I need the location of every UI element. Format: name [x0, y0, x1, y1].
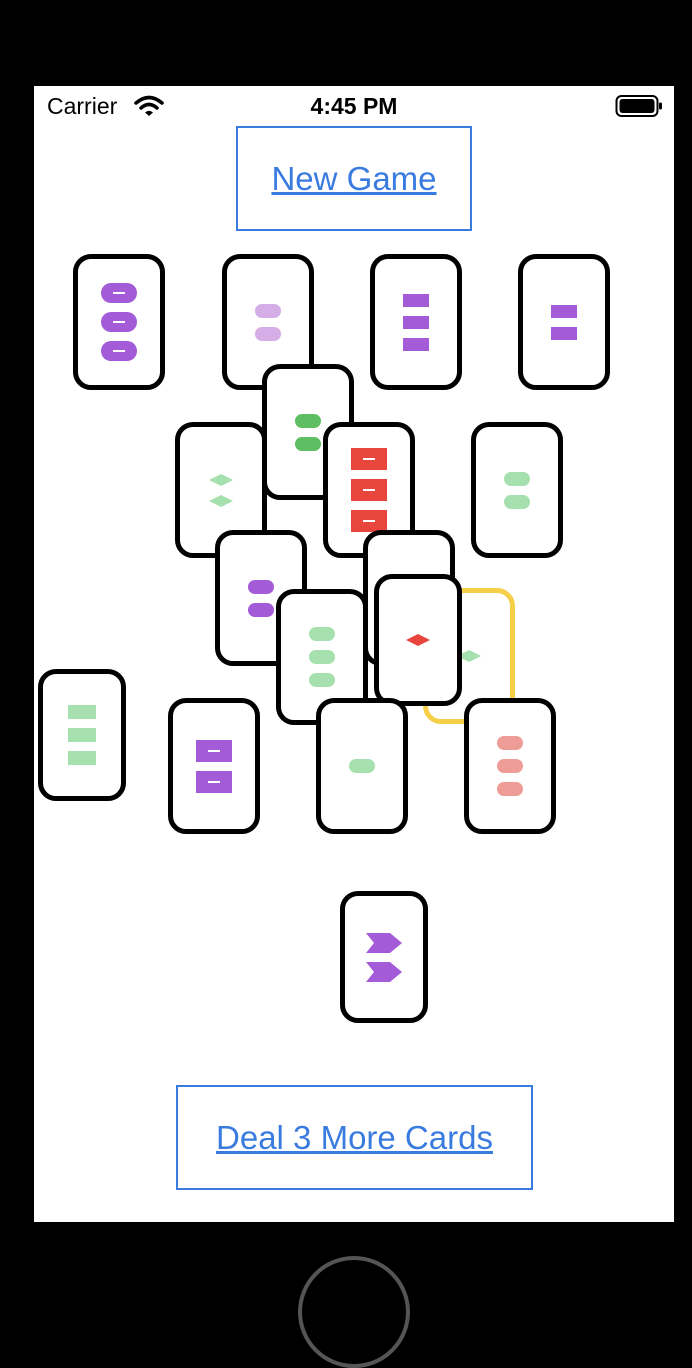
square-symbol-icon — [196, 770, 232, 793]
oval-symbol-icon — [504, 471, 530, 486]
oval-symbol-icon — [101, 341, 137, 361]
square-symbol-icon — [403, 293, 429, 307]
square-symbol-icon — [403, 315, 429, 329]
card[interactable] — [471, 422, 563, 558]
card[interactable] — [374, 574, 462, 706]
card[interactable] — [518, 254, 610, 390]
oval-symbol-icon — [504, 494, 530, 509]
square-symbol-icon — [196, 739, 232, 762]
card[interactable] — [38, 669, 126, 801]
oval-symbol-icon — [255, 303, 281, 318]
card[interactable] — [316, 698, 408, 834]
status-bar: Carrier 4:45 PM — [34, 86, 674, 126]
card[interactable] — [464, 698, 556, 834]
diamond-symbol-icon — [406, 634, 430, 646]
oval-symbol-icon — [295, 436, 321, 451]
diamond-symbol-icon — [457, 650, 481, 662]
oval-symbol-icon — [497, 759, 523, 773]
clock: 4:45 PM — [310, 93, 398, 119]
new-game-button[interactable]: New Game — [236, 126, 472, 231]
phone-screen: Carrier 4:45 PM New Game De — [34, 86, 674, 1222]
oval-symbol-icon — [349, 759, 375, 773]
card[interactable] — [340, 891, 428, 1023]
oval-symbol-icon — [309, 673, 335, 687]
oval-symbol-icon — [309, 650, 335, 664]
card[interactable] — [370, 254, 462, 390]
oval-symbol-icon — [248, 579, 274, 594]
square-symbol-icon — [551, 326, 577, 340]
home-button[interactable] — [298, 1256, 410, 1368]
oval-symbol-icon — [497, 736, 523, 750]
oval-symbol-icon — [101, 312, 137, 332]
oval-symbol-icon — [309, 627, 335, 641]
deal-more-cards-button[interactable]: Deal 3 More Cards — [176, 1085, 533, 1190]
card[interactable] — [168, 698, 260, 834]
battery-icon — [615, 94, 663, 123]
square-symbol-icon — [68, 728, 96, 742]
diamond-symbol-icon — [209, 494, 233, 507]
oval-symbol-icon — [248, 602, 274, 617]
oval-symbol-icon — [101, 283, 137, 303]
square-symbol-icon — [351, 510, 387, 532]
diamond-symbol-icon — [209, 473, 233, 486]
oval-symbol-icon — [497, 782, 523, 796]
oval-symbol-icon — [295, 413, 321, 428]
square-symbol-icon — [351, 448, 387, 470]
arrow-symbol-icon — [366, 932, 402, 953]
oval-symbol-icon — [255, 326, 281, 341]
wifi-icon — [134, 95, 164, 122]
square-symbol-icon — [351, 479, 387, 501]
card[interactable] — [73, 254, 165, 390]
arrow-symbol-icon — [366, 961, 402, 982]
square-symbol-icon — [68, 705, 96, 719]
square-symbol-icon — [551, 304, 577, 318]
carrier-label: Carrier — [47, 93, 118, 119]
square-symbol-icon — [68, 751, 96, 765]
square-symbol-icon — [403, 337, 429, 351]
